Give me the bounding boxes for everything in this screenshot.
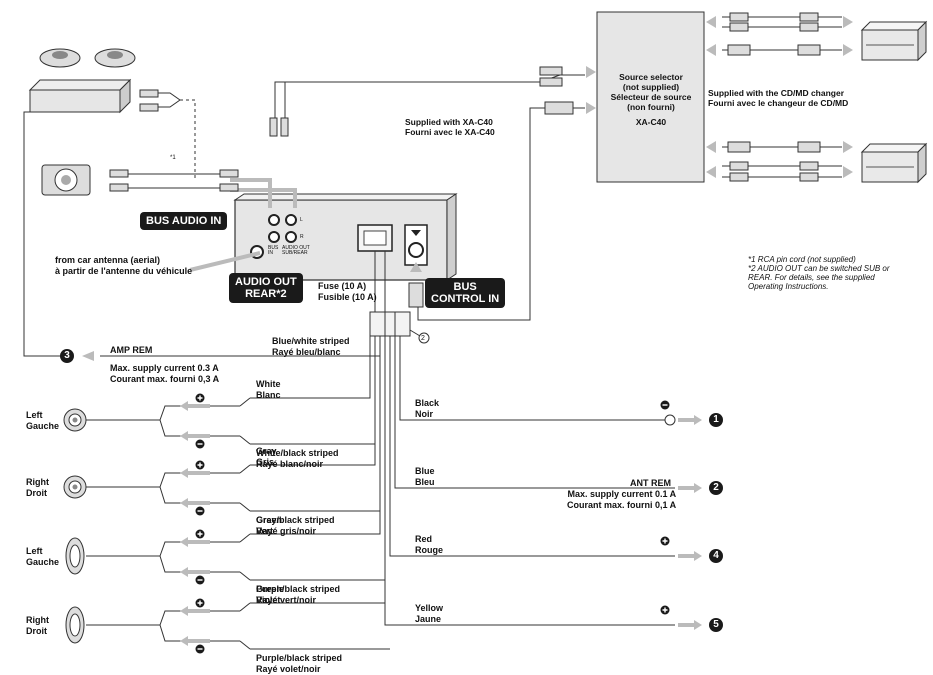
source-selector-label: Source selector (not supplied) Sélecteur… — [610, 72, 692, 127]
antenna-label: from car antenna (aerial)à partir de l'a… — [55, 255, 193, 276]
speaker-group — [65, 336, 385, 585]
output-wire — [399, 336, 702, 426]
jack-r-label: R — [300, 234, 304, 240]
rca-jack-r[interactable] — [268, 231, 280, 243]
bus-control-jack[interactable] — [408, 242, 424, 258]
terminal-number: 2 — [709, 481, 723, 495]
head-unit — [233, 193, 458, 281]
plus-icon — [660, 605, 670, 615]
output-wire — [384, 336, 702, 630]
output-wire — [394, 336, 702, 493]
terminal-number: 4 — [709, 549, 723, 563]
amp-rem-label: AMP REM — [110, 345, 153, 355]
speaker-icon — [39, 48, 136, 68]
minus-icon — [195, 439, 205, 449]
rca-jack-l2[interactable] — [285, 214, 297, 226]
plus-icon — [195, 393, 205, 403]
terminal-number: 1 — [709, 413, 723, 427]
plus-icon — [195, 529, 205, 539]
fuse-label: Fuse (10 A)Fusible (10 A) — [318, 281, 377, 302]
ground-icon — [664, 414, 676, 426]
minus-icon — [195, 644, 205, 654]
speaker-icon — [65, 606, 85, 644]
cd-changer-icon — [860, 20, 928, 62]
source-selector-box — [596, 11, 705, 183]
minus-icon — [660, 400, 670, 410]
plus-icon — [660, 536, 670, 546]
rca-plug-icon-2 — [269, 66, 574, 308]
connector-number: 2 — [421, 335, 425, 342]
speaker-group — [63, 336, 375, 449]
plus-icon — [195, 598, 205, 608]
rca-jack-r2[interactable] — [285, 231, 297, 243]
cd-changer-icon-2 — [860, 142, 928, 184]
plus-icon — [195, 460, 205, 470]
footnote-mark-1: *1 — [170, 155, 176, 161]
minus-icon — [195, 506, 205, 516]
speaker-icon — [65, 537, 85, 575]
speaker-icon — [63, 475, 87, 499]
minus-icon — [195, 575, 205, 585]
speaker-group — [63, 336, 380, 516]
jack-l-label: L — [300, 217, 303, 223]
wiring-diagram — [23, 11, 928, 654]
bus-audio-in-badge: BUS AUDIO IN — [140, 212, 228, 230]
speaker-icon — [63, 408, 87, 432]
amplifier-icon — [28, 78, 132, 114]
subwoofer-icon — [41, 164, 91, 196]
ant-rem-label: ANT REM — [630, 478, 671, 488]
rca-plug-icon — [727, 12, 821, 182]
output-wire — [389, 336, 702, 561]
footnotes: *1 RCA pin cord (not supplied)*2 AUDIO O… — [748, 255, 890, 291]
amp-rem-number: 3 — [60, 349, 74, 363]
rca-jack-l[interactable] — [268, 214, 280, 226]
terminal-number: 5 — [709, 618, 723, 632]
